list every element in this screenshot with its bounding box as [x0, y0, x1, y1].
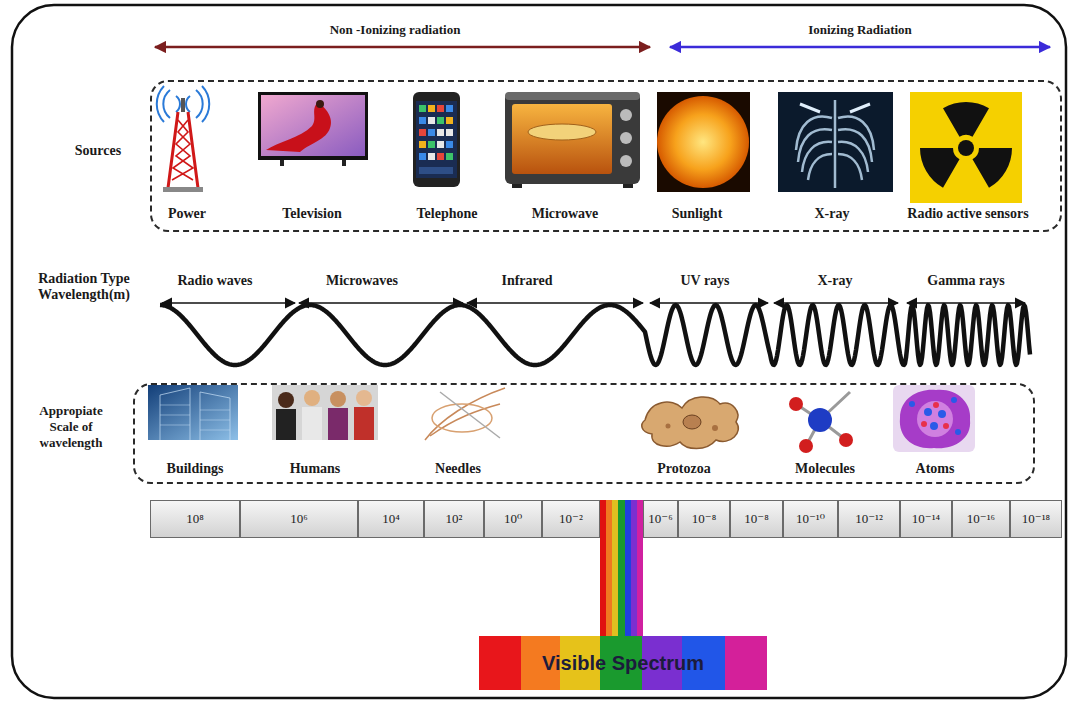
wavelength-value: 10⁻¹⁴	[912, 511, 940, 527]
source-label: Microwave	[532, 206, 599, 222]
scale-cell: 10⁻⁸	[730, 500, 783, 538]
visible-spectrum-colors	[479, 636, 767, 690]
wavelength-value: 10⁶	[290, 511, 308, 527]
scale-label: Protozoa	[657, 461, 710, 477]
visible-spectrum-bar: Visible Spectrum	[479, 636, 767, 690]
row-heading: Radiation Type Wavelength(m)	[18, 271, 150, 303]
wavelength-value: 10⁻¹⁸	[1022, 511, 1050, 527]
scale-cell: 10⁻⁶	[643, 500, 678, 538]
radiation-type: Gamma rays	[927, 273, 1004, 289]
radiation-type: Microwaves	[326, 273, 398, 289]
scale-cell: 10⁴	[358, 500, 424, 538]
wavelength-value: 10⁻⁸	[744, 511, 768, 527]
scale-cell: 10⁶	[240, 500, 358, 538]
needles-icon	[425, 388, 505, 440]
type-arrows	[162, 302, 1025, 304]
tower-icon	[157, 86, 209, 192]
row-heading: Sources	[75, 143, 121, 159]
outer-frame	[12, 5, 1066, 698]
scale-cell: 10⁻¹⁰	[783, 500, 838, 538]
radiation-type: Infrared	[501, 273, 552, 289]
dashed-panel: Buildings Humans Needles Protozoa Molecules A…	[133, 383, 1035, 484]
phone-icon	[413, 92, 460, 187]
scale-cell: 10⁻¹⁸	[1010, 500, 1062, 538]
buildings-icon	[148, 385, 238, 440]
scale-cell: 10²	[424, 500, 484, 538]
scale-cell: 10⁸	[150, 500, 240, 538]
atom-icon	[893, 385, 975, 452]
scale-cell: 10⁻²	[542, 500, 600, 538]
wavelength-value: 10⁻¹⁶	[967, 511, 995, 527]
wavelength-value: 10⁰	[504, 511, 522, 527]
humans-icon	[272, 385, 378, 440]
rainbow-strip	[600, 500, 643, 636]
row-heading: Appropiate Scale of wavelength	[26, 403, 116, 451]
scale-label: Needles	[435, 461, 481, 477]
protozoa-icon	[642, 397, 738, 449]
xray-icon	[778, 92, 893, 192]
source-label: Radio active sensors	[907, 206, 1028, 222]
wavelength-value: 10²	[446, 511, 463, 527]
wavelength-value: 10⁻⁶	[648, 511, 672, 527]
scale-cell: 10⁻⁸	[678, 500, 730, 538]
wavelength-value: 10⁻¹²	[855, 511, 883, 527]
radiation-icon	[910, 92, 1022, 203]
wave-line	[160, 305, 1030, 365]
wavelength-value: 10⁸	[186, 511, 204, 527]
radiation-type: UV rays	[680, 273, 729, 289]
dashed-panel: Power Television Telephone Microwave Sunligh…	[150, 80, 1062, 232]
television-icon	[258, 92, 368, 166]
range-label: Non -Ionizing radiation	[330, 22, 461, 38]
molecule-icon	[789, 392, 853, 453]
scale-cell: 10⁰	[484, 500, 542, 538]
scale-cell: 10⁻¹⁶	[952, 500, 1010, 538]
radiation-type: X-ray	[818, 273, 853, 289]
scale-cell: 10⁻¹⁴	[900, 500, 952, 538]
sun-icon	[657, 92, 750, 192]
wavelength-value: 10⁻¹⁰	[796, 511, 825, 527]
radiation-type: Radio waves	[177, 273, 252, 289]
scale-label: Humans	[290, 461, 341, 477]
scale-label: Atoms	[916, 461, 955, 477]
scale-cell: 10⁻¹²	[838, 500, 900, 538]
scale-label: Molecules	[795, 461, 855, 477]
wavelength-value: 10⁻²	[559, 511, 583, 527]
source-label: Telephone	[417, 206, 478, 222]
wavelength-value: 10⁴	[382, 511, 400, 527]
source-label: Sunlight	[672, 206, 723, 222]
range-arrows	[155, 47, 1050, 48]
source-label: Television	[282, 206, 341, 222]
scale-label: Buildings	[167, 461, 224, 477]
source-label: Power	[168, 206, 206, 222]
range-label: Ionizing Radiation	[808, 22, 912, 38]
wavelength-value: 10⁻⁸	[692, 511, 716, 527]
microwave-icon	[505, 92, 640, 188]
spectrum-title: Visible Spectrum	[542, 652, 704, 675]
source-label: X-ray	[815, 206, 850, 222]
